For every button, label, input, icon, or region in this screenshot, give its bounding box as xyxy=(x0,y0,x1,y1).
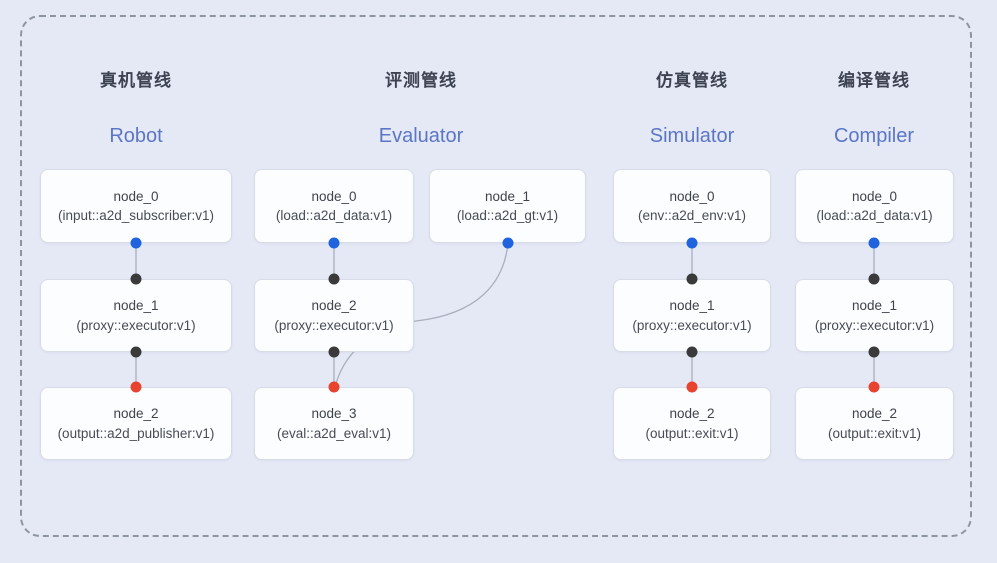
dashed-frame xyxy=(20,15,972,537)
